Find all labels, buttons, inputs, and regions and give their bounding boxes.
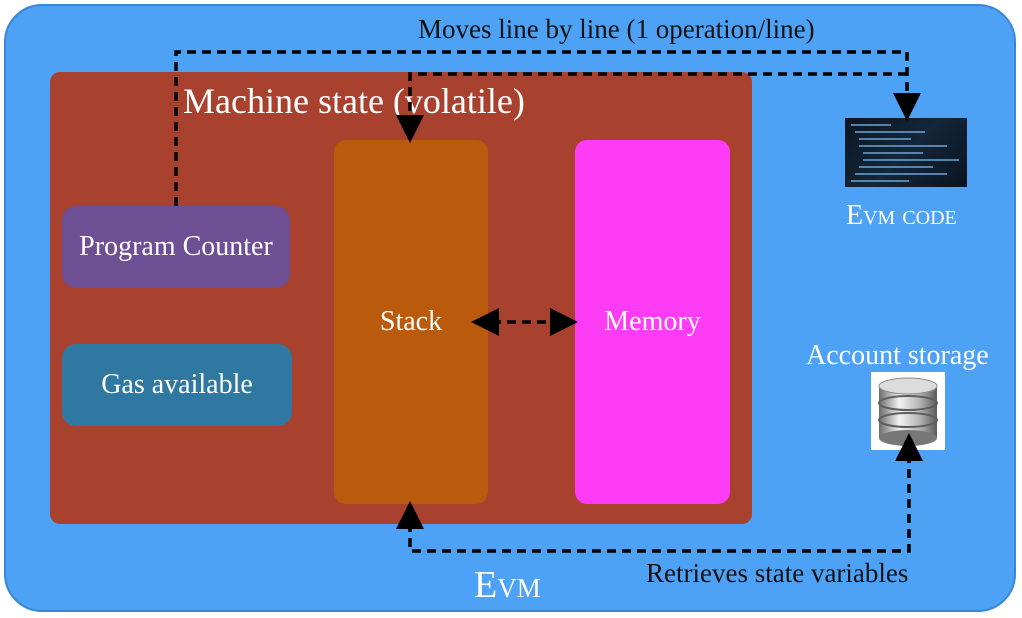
program-counter-label: Program Counter (79, 231, 273, 262)
database-icon (871, 372, 945, 450)
memory-box: Memory (575, 140, 730, 504)
evm-code-label: Evm code (846, 200, 957, 231)
memory-label: Memory (604, 306, 701, 337)
stack-box: Stack (334, 140, 488, 504)
program-counter-box: Program Counter (62, 206, 290, 288)
retrieves-annotation: Retrieves state variables (646, 558, 909, 588)
stack-label: Stack (379, 306, 443, 337)
gas-available-label: Gas available (101, 369, 253, 400)
account-storage-label: Account storage (806, 340, 989, 371)
machine-state-title: Machine state (volatile) (183, 81, 525, 121)
code-screenshot-icon (845, 118, 967, 187)
gas-available-box: Gas available (62, 344, 292, 426)
moves-line-annotation: Moves line by line (1 operation/line) (418, 14, 815, 44)
evm-label: Evm (474, 564, 541, 606)
